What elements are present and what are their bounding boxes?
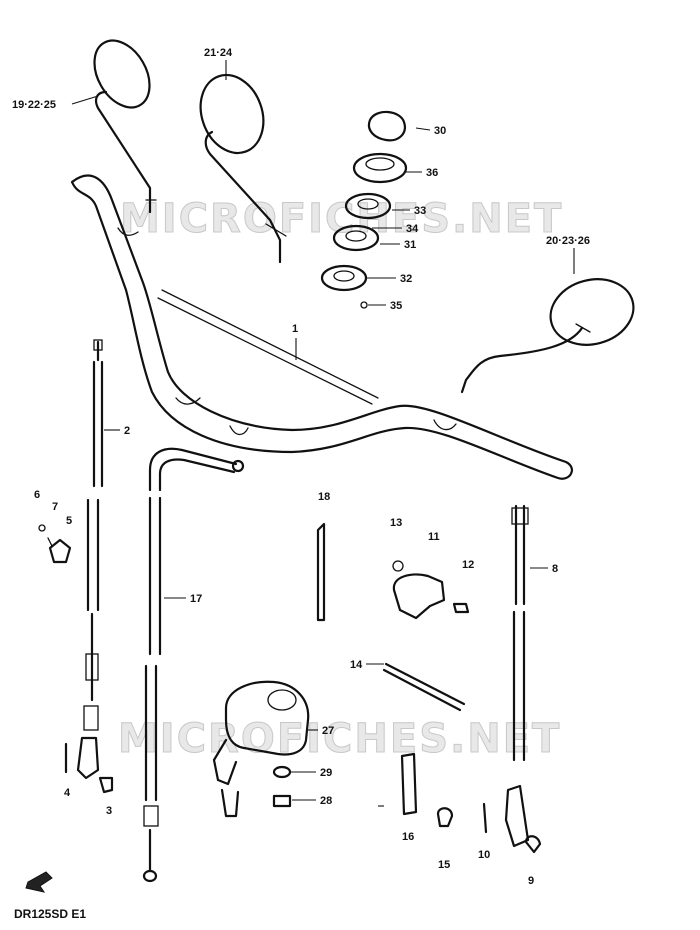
callout-1: 1	[292, 323, 298, 335]
callout-29: 29	[320, 767, 332, 779]
ignition-switch	[212, 680, 310, 818]
watermark-top: MICROFICHES.NET	[120, 196, 563, 242]
leader-lines	[71, 60, 575, 807]
clutch-cable	[76, 339, 104, 780]
callout-28: 28	[320, 795, 332, 807]
callout-32: 32	[400, 273, 412, 285]
bracket-18	[316, 522, 326, 622]
choke-lever	[48, 538, 72, 564]
callout-36: 36	[426, 167, 438, 179]
callout-9: 9	[528, 875, 534, 887]
callout-18: 18	[318, 491, 330, 503]
handlebar	[70, 174, 573, 480]
callouts: 19·22·25 21·24 20·23·26 1 2 30 36 33 34 …	[12, 47, 590, 887]
watermark-bottom: MICROFICHES.NET	[118, 716, 561, 762]
callout-10: 10	[478, 849, 490, 861]
callout-31: 31	[404, 239, 416, 251]
callout-7: 7	[52, 501, 58, 513]
callout-16: 16	[402, 831, 414, 843]
callout-6: 6	[34, 489, 40, 501]
brake-cable	[504, 504, 530, 848]
callout-15: 15	[438, 859, 450, 871]
diagram-code: DR125SD E1	[14, 907, 86, 921]
mirror-left	[93, 39, 157, 214]
throttle-cable	[142, 447, 245, 883]
callout-20-23-26: 20·23·26	[546, 235, 590, 247]
mirror-center	[199, 73, 287, 264]
callout-34: 34	[406, 223, 419, 235]
callout-4: 4	[64, 787, 71, 799]
clamp-11	[392, 573, 446, 620]
callout-33: 33	[414, 205, 426, 217]
throttle-housing-stack	[320, 110, 408, 309]
callout-35: 35	[390, 300, 402, 312]
callout-14: 14	[350, 659, 363, 671]
callout-17: 17	[190, 593, 202, 605]
small-parts	[38, 522, 542, 854]
callout-21-24: 21·24	[204, 47, 233, 59]
callout-13: 13	[390, 517, 402, 529]
callout-11: 11	[428, 531, 440, 543]
callout-3: 3	[106, 805, 112, 817]
callout-19-22-25: 19·22·25	[12, 99, 56, 111]
callout-2: 2	[124, 425, 130, 437]
callout-30: 30	[434, 125, 446, 137]
callout-12: 12	[462, 559, 474, 571]
callout-27: 27	[322, 725, 334, 737]
pivot-bolt-14	[384, 662, 466, 706]
front-arrow-icon	[25, 871, 53, 893]
mirror-right	[460, 278, 635, 394]
callout-8: 8	[552, 563, 558, 575]
lever-16	[400, 752, 418, 816]
callout-5: 5	[66, 515, 72, 527]
